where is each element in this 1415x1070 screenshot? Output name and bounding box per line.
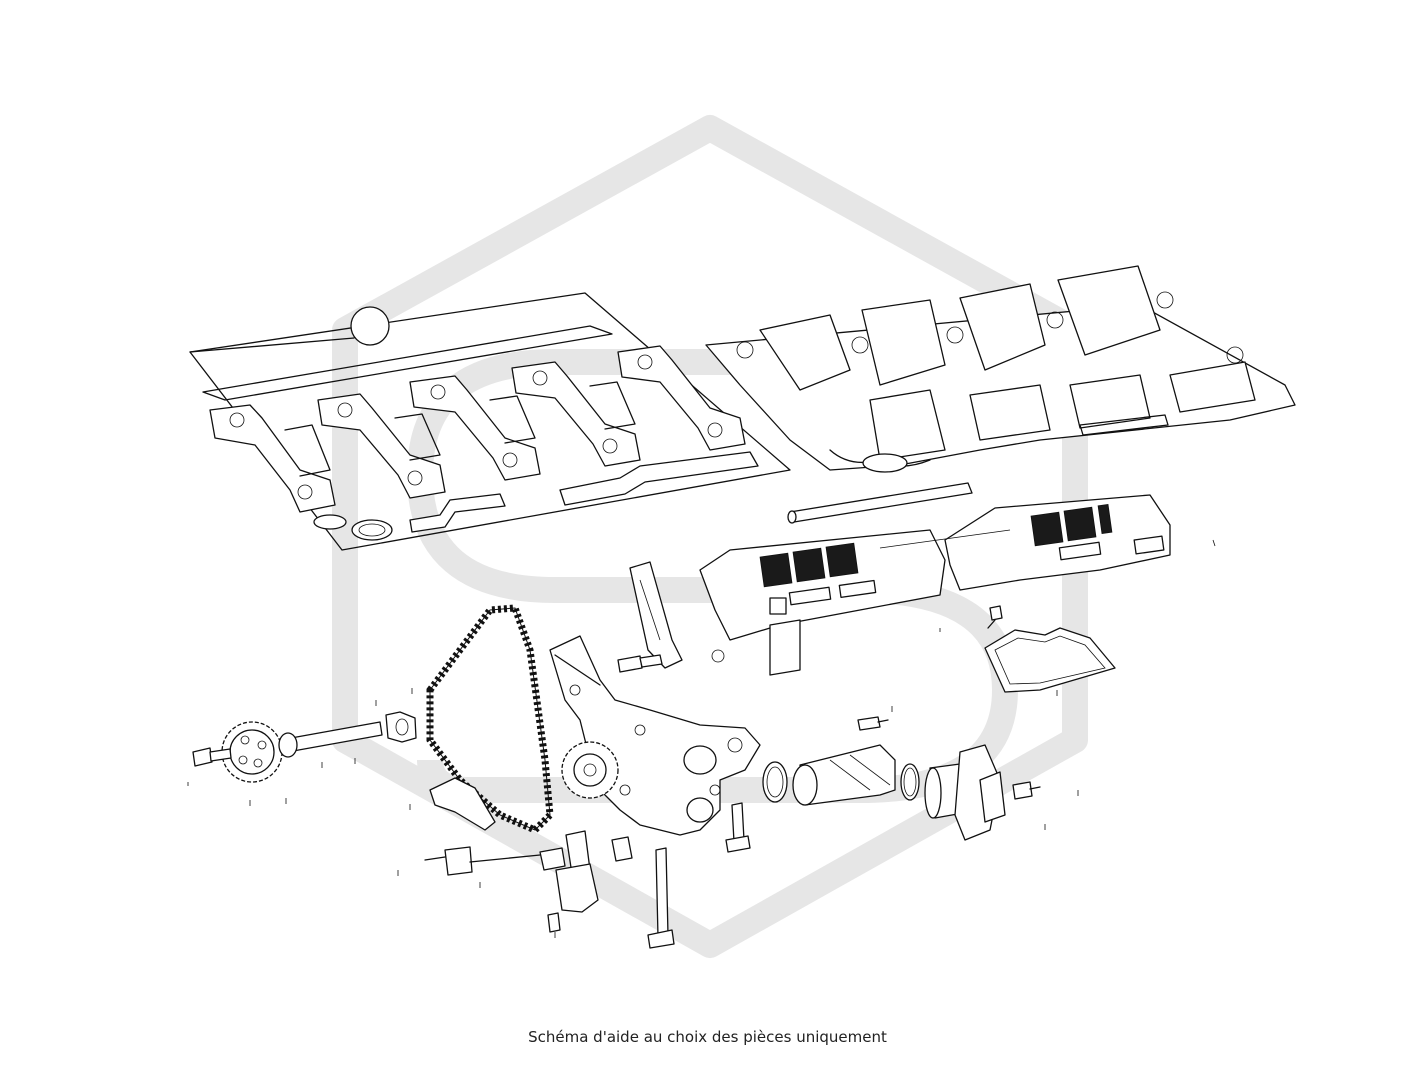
chain-guide-lower [429,777,496,831]
rod [787,482,973,524]
valve-cover-left [699,529,946,676]
strainer-housing [924,744,1006,841]
oil-pump-body [549,635,761,836]
valve-cover-right [944,494,1171,591]
manifold-gasket-2 [317,393,446,499]
caption: Schéma d'aide au choix des pièces unique… [528,1028,887,1046]
bolt-guide [617,654,663,673]
bolt-small-right [987,605,1003,629]
bolt-medium [725,802,751,853]
bolt-sprocket [192,747,232,767]
bolt-strainer [1012,781,1041,800]
manifold-gasket-5 [617,345,746,451]
chain-guide-upper [629,561,683,669]
o-ring-left [762,761,788,803]
manifold-gasket-4 [511,361,641,467]
manifold-gasket-1 [209,404,336,513]
callout-ticks [187,628,1079,938]
filter-gasket [984,627,1116,693]
timing-chain [426,604,554,835]
solenoid-valve [424,830,599,933]
bolt-tube [857,716,889,731]
suction-tube [792,744,896,806]
manifold-gasket-3 [409,375,541,481]
sprocket-shaft-assembly [221,711,417,783]
intake-manifold-cover [705,265,1296,473]
gasket-set-sheet [189,292,791,551]
o-ring-right [900,763,920,801]
sleeve [611,836,633,862]
bolt-long [647,847,675,949]
